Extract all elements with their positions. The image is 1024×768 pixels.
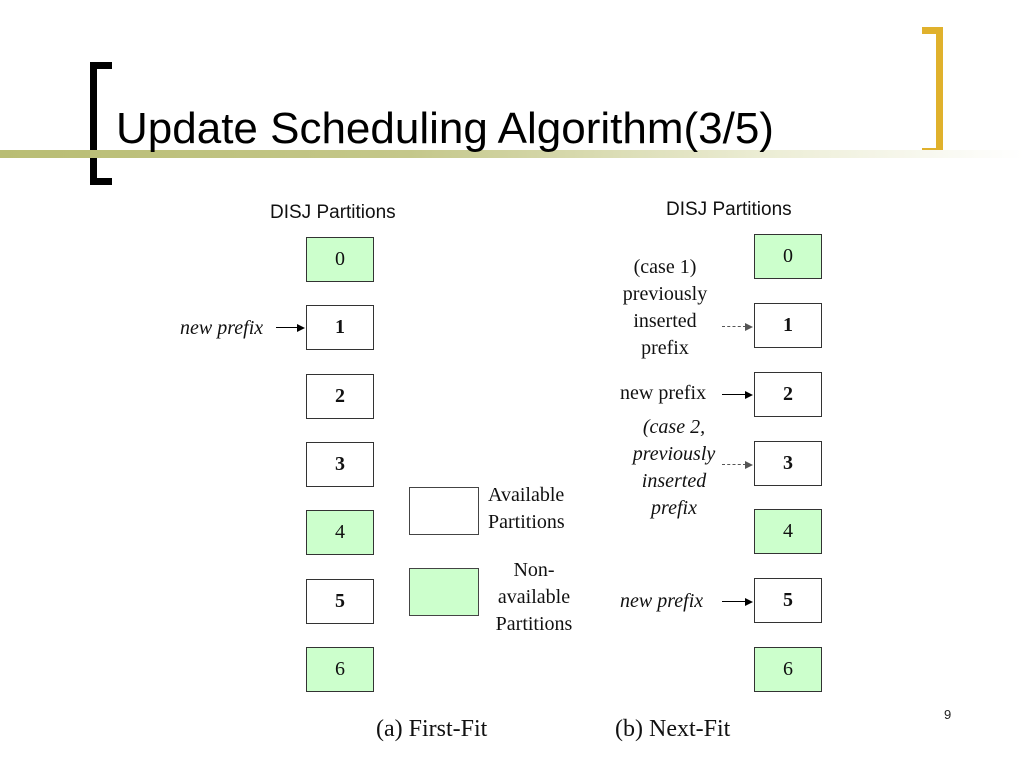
next-fit-case2-arrow-head (745, 461, 753, 469)
first-fit-partition-6: 6 (306, 647, 374, 692)
next-fit-case2-line-3: inserted (641, 470, 707, 492)
right-bracket-vertical (936, 27, 943, 155)
first-fit-partition-1: 1 (306, 305, 374, 350)
first-fit-heading: DISJ Partitions (270, 202, 396, 223)
next-fit-case1-label: (case 1) previously inserted prefix (610, 254, 720, 362)
first-fit-new-prefix-arrow-line (276, 327, 298, 328)
next-fit-new-prefix-2-label: new prefix (620, 382, 707, 404)
next-fit-partition-6: 6 (754, 647, 822, 692)
next-fit-caption: (b) Next-Fit (615, 716, 731, 742)
legend-non-available-line-3: Partitions (495, 613, 573, 635)
first-fit-new-prefix-label: new prefix (180, 317, 264, 339)
next-fit-partition-3: 3 (754, 441, 822, 486)
next-fit-partition-1: 1 (754, 303, 822, 348)
next-fit-case1-line-4: prefix (641, 337, 689, 359)
page-number: 9 (944, 707, 952, 722)
legend-non-available-line-1: Non- (513, 559, 555, 581)
next-fit-new-prefix-2-arrow-head (745, 391, 753, 399)
legend-non-available-swatch (409, 568, 479, 616)
first-fit-new-prefix-arrow-head (297, 324, 305, 332)
right-bracket-top (922, 27, 943, 34)
next-fit-case2-line-4: prefix (651, 497, 697, 519)
next-fit-case2-line-1: (case 2, (642, 416, 706, 438)
next-fit-case1-arrow-line (722, 326, 746, 327)
left-bracket-vertical (90, 62, 97, 185)
legend-available-line-2: Partitions (488, 511, 565, 533)
next-fit-new-prefix-5-arrow-line (722, 601, 746, 602)
first-fit-caption: (a) First-Fit (376, 716, 488, 742)
legend-available-label: Available Partitions (488, 482, 580, 536)
next-fit-new-prefix-5-arrow-head (745, 598, 753, 606)
title-underline-decoration (0, 150, 1024, 158)
first-fit-partition-5: 5 (306, 579, 374, 624)
first-fit-partition-3: 3 (306, 442, 374, 487)
next-fit-case1-line-3: inserted (633, 310, 697, 332)
next-fit-case2-line-2: previously (632, 443, 716, 465)
left-bracket-bottom (90, 178, 112, 185)
next-fit-heading: DISJ Partitions (666, 199, 792, 220)
legend-available-line-1: Available (488, 484, 565, 506)
next-fit-partition-0: 0 (754, 234, 822, 279)
legend-non-available-label: Non- available Partitions (488, 557, 580, 638)
first-fit-partition-2: 2 (306, 374, 374, 419)
next-fit-partition-2: 2 (754, 372, 822, 417)
next-fit-new-prefix-5-label: new prefix (620, 590, 704, 612)
next-fit-case1-line-2: previously (622, 283, 708, 305)
next-fit-case2-arrow-line (722, 464, 746, 465)
first-fit-partition-0: 0 (306, 237, 374, 282)
legend-available-swatch (409, 487, 479, 535)
next-fit-partition-5: 5 (754, 578, 822, 623)
next-fit-case1-arrow-head (745, 323, 753, 331)
slide-title: Update Scheduling Algorithm(3/5) (116, 104, 774, 153)
next-fit-new-prefix-2-arrow-line (722, 394, 746, 395)
next-fit-partition-4: 4 (754, 509, 822, 554)
left-bracket-top (90, 62, 112, 69)
next-fit-case2-label: (case 2, previously inserted prefix (622, 414, 726, 522)
next-fit-case1-line-1: (case 1) (633, 256, 697, 278)
first-fit-partition-4: 4 (306, 510, 374, 555)
legend-non-available-line-2: available (497, 586, 571, 608)
